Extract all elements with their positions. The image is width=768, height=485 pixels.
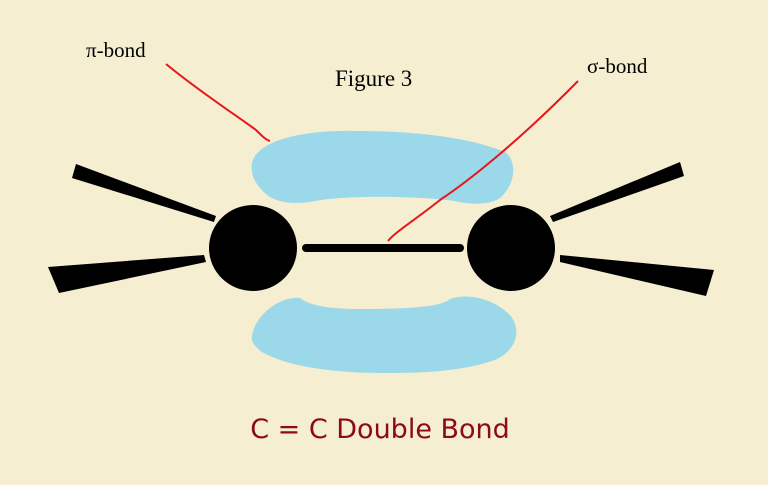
figure-title: Figure 3 xyxy=(335,66,412,91)
carbon-atom-left xyxy=(209,205,297,291)
wedge-upper-right xyxy=(550,162,684,222)
sigma-bond-pointer xyxy=(387,80,579,242)
pi-bond-pointer xyxy=(165,63,271,142)
sigma-bond-label: σ-bond xyxy=(587,54,648,78)
diagram-caption: C = C Double Bond xyxy=(250,414,510,445)
carbon-atom-right xyxy=(467,205,555,291)
lower-pi-lobe xyxy=(251,296,517,373)
pi-bond-label: π-bond xyxy=(86,38,146,62)
wedge-lower-left xyxy=(48,255,206,293)
upper-pi-lobe xyxy=(251,130,514,204)
wedge-lower-right xyxy=(560,255,714,296)
wedge-upper-left xyxy=(72,164,216,222)
